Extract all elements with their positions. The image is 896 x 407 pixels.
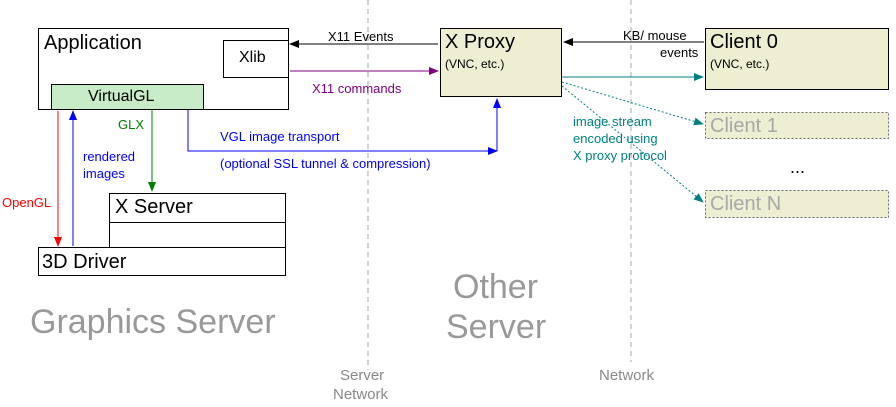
xlib-box (223, 40, 289, 78)
graphics-server-region-label: Graphics Server (30, 303, 276, 341)
clientN-label: Client N (710, 193, 782, 215)
image-stream-label-line3: X proxy protocol (573, 148, 667, 163)
vgl-transport-arrow (187, 110, 498, 155)
image-stream-label-line2: encoded using (573, 131, 658, 146)
clientN-box (705, 190, 889, 218)
x-proxy-box (440, 28, 562, 97)
vgl-transport-label: VGL image transport (220, 129, 340, 144)
ssl-tunnel-label: (optional SSL tunnel & compression) (220, 156, 431, 171)
client1-label: Client 1 (710, 115, 778, 137)
rendered-images-label-line1: rendered (83, 149, 136, 164)
glx-label: GLX (118, 117, 145, 132)
client0-box (705, 28, 889, 90)
x-server-box (109, 193, 286, 248)
clientN-stream-arrow (561, 85, 704, 203)
driver-3d-label: 3D Driver (42, 251, 127, 273)
virtualgl-box (51, 84, 204, 110)
driver-3d-box (38, 247, 286, 276)
rendered-images-label-line2: images (83, 166, 125, 181)
application-label: Application (44, 32, 142, 54)
client0-sublabel: (VNC, etc.) (710, 57, 770, 71)
kb-mouse-label-line1: KB/ mouse (623, 28, 687, 43)
kb-mouse-label-line2: events (660, 45, 699, 60)
x-proxy-label: X Proxy (445, 31, 516, 53)
opengl-label: OpenGL (2, 195, 52, 210)
more-clients-ellipsis: ... (790, 157, 806, 177)
image-stream-label-line1: image stream (573, 114, 652, 129)
other-server-region-label-line2: Server (446, 308, 547, 346)
client0-label: Client 0 (710, 31, 778, 53)
x11-events-label: X11 Events (328, 29, 394, 44)
other-server-region-label-line1: Other (453, 268, 539, 306)
client1-box (705, 112, 889, 139)
x11-commands-label: X11 commands (312, 81, 402, 96)
x-proxy-sublabel: (VNC, etc.) (445, 57, 505, 71)
x-server-label: X Server (115, 196, 193, 218)
server-network-label-line2: Network (333, 386, 389, 403)
xlib-label: Xlib (239, 49, 266, 66)
virtualgl-label: VirtualGL (88, 88, 155, 105)
network-label: Network (599, 367, 655, 384)
client1-stream-arrow (561, 81, 704, 126)
server-network-label-line1: Server (340, 367, 385, 384)
